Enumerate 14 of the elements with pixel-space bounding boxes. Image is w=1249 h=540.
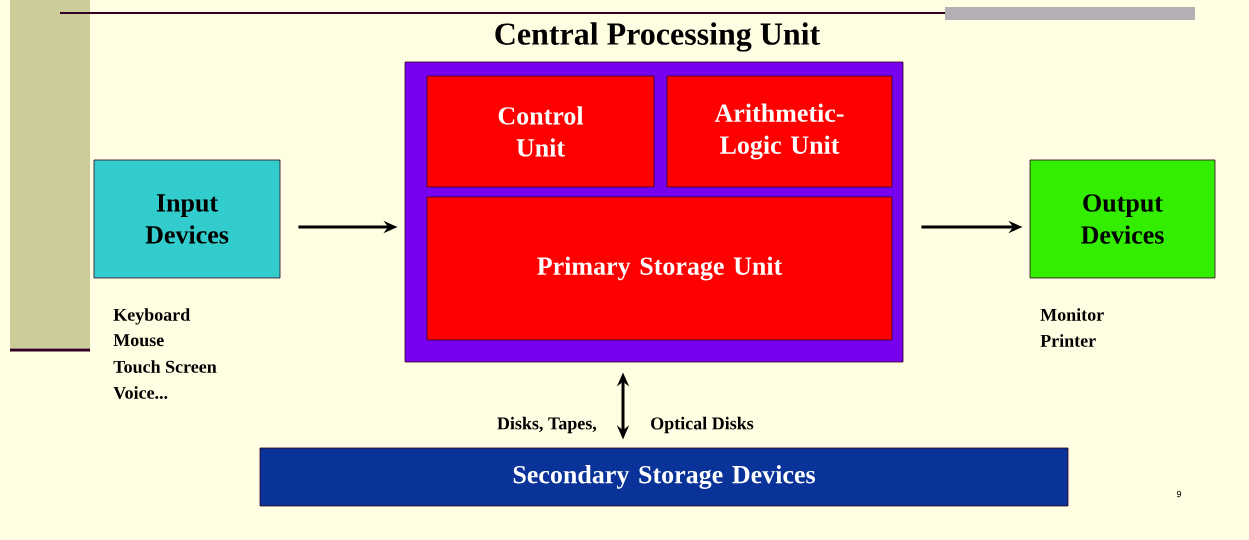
- device-example: Voice...: [113, 386, 168, 399]
- unit-box: Arithmetic-Logic Unit: [666, 75, 893, 188]
- unit-box: Primary Storage Unit: [426, 196, 893, 341]
- device-example: Touch Screen: [113, 360, 217, 373]
- device-example: Keyboard: [113, 308, 191, 325]
- unit-box: Control Unit: [426, 75, 655, 188]
- device-box: Input Devices: [93, 159, 281, 279]
- heading: Central Processing Unit: [495, 22, 821, 52]
- device-example: Printer: [1040, 334, 1096, 347]
- storage-bar: Secondary Storage Devices: [259, 447, 1069, 507]
- device-example: Monitor: [1040, 308, 1104, 321]
- device-box: Output Devices: [1029, 159, 1216, 279]
- device-example: Mouse: [113, 334, 164, 347]
- page-number: 9: [1176, 490, 1182, 498]
